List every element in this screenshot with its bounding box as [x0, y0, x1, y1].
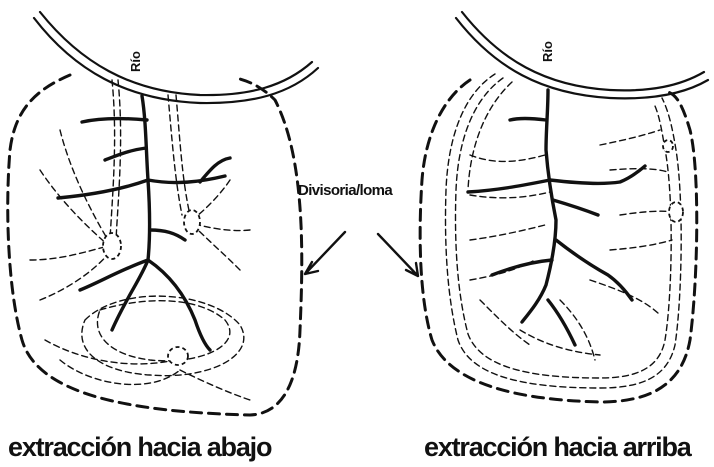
right-stream-branch-5 [492, 260, 552, 275]
left-contour-2 [60, 130, 108, 240]
left-drainage-channel-b [168, 95, 190, 215]
left-river-bank [34, 18, 318, 103]
right-contour-10 [520, 330, 600, 355]
right-pond-2 [669, 202, 683, 222]
left-drainage-channel-a [110, 80, 121, 240]
left-stream-branch-6 [150, 230, 185, 240]
right-river [462, 12, 704, 90]
right-contour-5 [600, 130, 660, 145]
right-stream-branch-2 [468, 180, 550, 192]
left-contour-11 [180, 370, 250, 400]
right-contour-7 [620, 211, 675, 215]
right-contour-8 [610, 240, 672, 250]
left-divide-leader [305, 232, 345, 274]
left-stream-branch-5 [80, 260, 148, 290]
left-river [40, 12, 312, 95]
right-stream-branch-3 [510, 119, 546, 121]
right-watershed: Río [378, 12, 708, 402]
left-contour-8 [97, 301, 229, 361]
left-pond-1 [103, 233, 121, 259]
right-diversion-ditch-inner [456, 78, 672, 378]
left-contour-12 [45, 340, 175, 364]
right-river-label: Río [540, 41, 555, 62]
left-contour-6 [195, 224, 250, 231]
right-main-stream [522, 90, 556, 322]
right-contour-1 [470, 155, 545, 161]
right-stream-branch-7 [553, 200, 598, 215]
left-stream-branch-2 [58, 180, 148, 198]
right-contour-9 [590, 280, 660, 315]
left-river-label: Río [128, 51, 143, 72]
right-divide-leader [378, 234, 418, 276]
left-contour-3 [30, 246, 108, 260]
left-watershed: Río [8, 12, 345, 415]
left-caption: extracción hacia abajo [8, 432, 272, 462]
right-pond-1 [663, 140, 673, 152]
left-contour-1 [40, 170, 108, 245]
left-contour-10 [60, 360, 180, 384]
left-stream-branch-7 [105, 148, 146, 160]
right-stream-branch-6 [548, 300, 575, 345]
right-caption: extracción hacia arriba [424, 432, 693, 462]
left-pond-2 [184, 210, 200, 234]
right-contour-12 [560, 300, 595, 360]
left-stream-branch-1 [148, 158, 230, 183]
left-pond-3 [168, 347, 188, 365]
right-diversion-ditch-3 [468, 82, 512, 190]
left-stream-branch-4 [148, 260, 210, 350]
divide-label: Divisoria/loma [298, 182, 393, 199]
right-contour-3 [470, 225, 545, 240]
left-divide-boundary [8, 75, 302, 415]
right-contour-2 [470, 192, 550, 198]
left-contour-7 [196, 228, 240, 270]
right-diversion-ditch-outer [446, 74, 682, 388]
